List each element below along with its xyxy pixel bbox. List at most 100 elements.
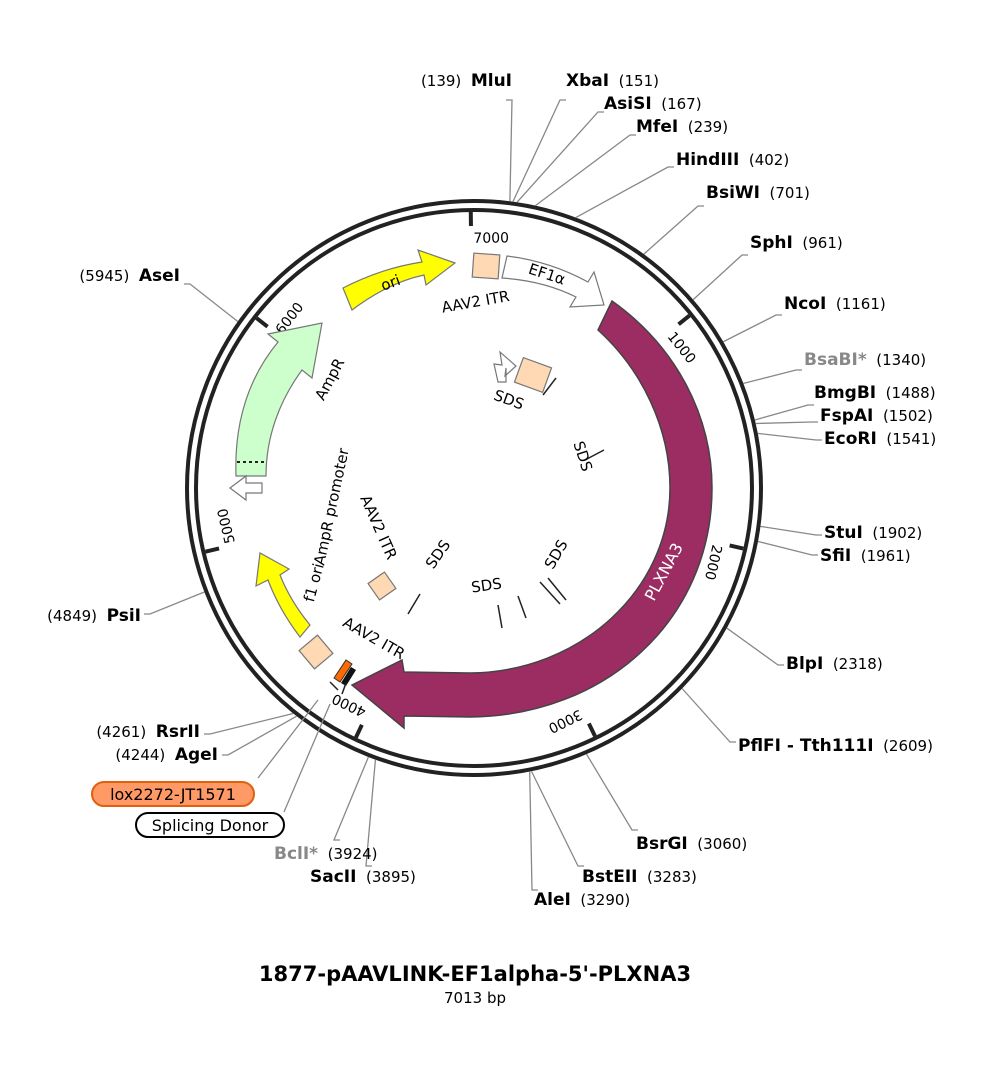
restriction-site[interactable]: SfiI (1961) bbox=[820, 546, 911, 566]
site-leader bbox=[692, 254, 748, 301]
restriction-site[interactable]: AleI (3290) bbox=[534, 890, 630, 910]
ef1a-feature[interactable] bbox=[501, 255, 605, 308]
site-position: (3060) bbox=[697, 835, 747, 853]
restriction-site[interactable]: SphI (961) bbox=[750, 233, 843, 253]
sds-label-5: SDS bbox=[422, 537, 454, 572]
site-position: (402) bbox=[749, 151, 789, 169]
sds-tick-bottom bbox=[497, 604, 503, 629]
site-leader bbox=[726, 627, 784, 666]
restriction-site[interactable]: FspAI (1502) bbox=[820, 406, 933, 426]
site-position: (1161) bbox=[836, 295, 886, 313]
site-position: (167) bbox=[661, 95, 701, 113]
restriction-site[interactable]: (4261) RsrII bbox=[96, 722, 200, 742]
site-position: (1340) bbox=[876, 351, 926, 369]
ori-feature[interactable] bbox=[342, 249, 457, 311]
site-name: RsrII bbox=[156, 722, 200, 742]
site-position: (1502) bbox=[883, 407, 933, 425]
restriction-site[interactable]: BsrGI (3060) bbox=[636, 834, 747, 854]
lox-badge-text: lox2272-JT1571 bbox=[110, 785, 236, 804]
restriction-site[interactable]: (139) MluI bbox=[421, 71, 512, 91]
site-name: AsiSI bbox=[604, 94, 652, 114]
site-leader bbox=[144, 591, 205, 615]
restriction-site[interactable]: BclI* (3924) bbox=[274, 844, 378, 864]
site-label-line: FspAI (1502) bbox=[820, 406, 933, 426]
site-position: (239) bbox=[688, 118, 728, 136]
site-position: (3895) bbox=[366, 868, 416, 886]
site-name: StuI bbox=[824, 523, 863, 543]
site-label-line: SfiI (1961) bbox=[820, 546, 911, 566]
splicing-donor-badge-text: Splicing Donor bbox=[152, 816, 269, 835]
site-label-line: SphI (961) bbox=[750, 233, 843, 253]
site-name: AleI bbox=[534, 890, 571, 910]
restriction-site[interactable]: StuI (1902) bbox=[824, 523, 922, 543]
splicing-donor-feature[interactable] bbox=[341, 667, 356, 686]
site-leader bbox=[530, 770, 584, 867]
restriction-site[interactable]: BmgBI (1488) bbox=[814, 383, 936, 403]
restriction-site[interactable]: HindIII (402) bbox=[676, 150, 789, 170]
site-position: (4849) bbox=[47, 607, 97, 625]
aav2-itr-top-box[interactable] bbox=[471, 252, 501, 280]
restriction-site[interactable]: MfeI (239) bbox=[636, 117, 728, 137]
restriction-site[interactable]: BsiWI (701) bbox=[706, 183, 810, 203]
ori-label: ori bbox=[378, 271, 402, 295]
restriction-site[interactable]: (4244) AgeI bbox=[115, 745, 218, 765]
restriction-site[interactable]: BsaBI* (1340) bbox=[804, 350, 926, 370]
site-label-line: HindIII (402) bbox=[676, 150, 789, 170]
site-leader bbox=[643, 205, 704, 255]
site-position: (1541) bbox=[886, 430, 936, 448]
site-name: PsiI bbox=[107, 606, 141, 626]
lox-badge[interactable]: lox2272-JT1571 bbox=[91, 781, 255, 807]
ampr-promoter-feature[interactable] bbox=[229, 474, 263, 502]
site-leader bbox=[681, 688, 736, 743]
restriction-site[interactable]: BstEII (3283) bbox=[582, 867, 697, 887]
ampr-label: AmpR bbox=[311, 355, 348, 403]
site-leader bbox=[757, 432, 822, 441]
backbone-outer-ring bbox=[185, 199, 763, 777]
lox-leader bbox=[257, 699, 319, 779]
sds-arrow-top[interactable] bbox=[493, 350, 517, 383]
site-label-line: SacII (3895) bbox=[310, 867, 416, 887]
restriction-site[interactable]: XbaI (151) bbox=[566, 71, 659, 91]
plasmid-size: 7013 bp bbox=[444, 989, 506, 1007]
aav2-itr-bottom-box[interactable] bbox=[298, 634, 334, 670]
restriction-site[interactable]: (5945) AseI bbox=[79, 266, 180, 286]
lox-feature[interactable] bbox=[333, 659, 353, 683]
aav2-itr-inner-box[interactable] bbox=[367, 571, 397, 601]
sds-box-top[interactable] bbox=[513, 356, 553, 394]
site-name: BstEII bbox=[582, 867, 637, 887]
site-leader bbox=[184, 283, 239, 323]
restriction-site[interactable]: PflFI - Tth111I (2609) bbox=[738, 736, 933, 756]
site-label-line: BsrGI (3060) bbox=[636, 834, 747, 854]
site-name: BclI* bbox=[274, 844, 318, 864]
site-name: BsiWI bbox=[706, 183, 760, 203]
site-name: MfeI bbox=[636, 117, 678, 137]
sd-mark-1 bbox=[329, 681, 339, 691]
site-label-line: EcoRI (1541) bbox=[824, 429, 936, 449]
tick-mark bbox=[204, 546, 220, 554]
plxna3-feature[interactable] bbox=[350, 299, 713, 730]
site-leader bbox=[529, 771, 538, 891]
restriction-site[interactable]: BlpI (2318) bbox=[786, 654, 883, 674]
site-label-line: StuI (1902) bbox=[824, 523, 922, 543]
site-position: (3283) bbox=[647, 868, 697, 886]
site-label-line: BclI* (3924) bbox=[274, 844, 378, 864]
site-leader bbox=[365, 759, 377, 867]
ampr-feature[interactable] bbox=[235, 322, 323, 477]
sds-tick-top bbox=[542, 377, 557, 396]
site-label-line: AleI (3290) bbox=[534, 890, 630, 910]
restriction-site[interactable]: (4849) PsiI bbox=[47, 606, 141, 626]
restriction-site[interactable]: AsiSI (167) bbox=[604, 94, 702, 114]
site-label-line: (4261) RsrII bbox=[96, 722, 200, 742]
splicing-donor-badge[interactable]: Splicing Donor bbox=[135, 812, 285, 838]
site-label-line: PflFI - Tth111I (2609) bbox=[738, 736, 933, 756]
restriction-site[interactable]: SacII (3895) bbox=[310, 867, 416, 887]
sds-label-3: SDS bbox=[541, 537, 572, 572]
site-name: BsrGI bbox=[636, 834, 688, 854]
sd-mark-2 bbox=[341, 682, 347, 695]
restriction-site[interactable]: EcoRI (1541) bbox=[824, 429, 936, 449]
restriction-site[interactable]: NcoI (1161) bbox=[784, 294, 886, 314]
f1-ori-feature[interactable] bbox=[255, 552, 311, 638]
site-leader bbox=[722, 314, 782, 343]
site-leader bbox=[204, 712, 294, 735]
site-leader bbox=[754, 404, 814, 421]
